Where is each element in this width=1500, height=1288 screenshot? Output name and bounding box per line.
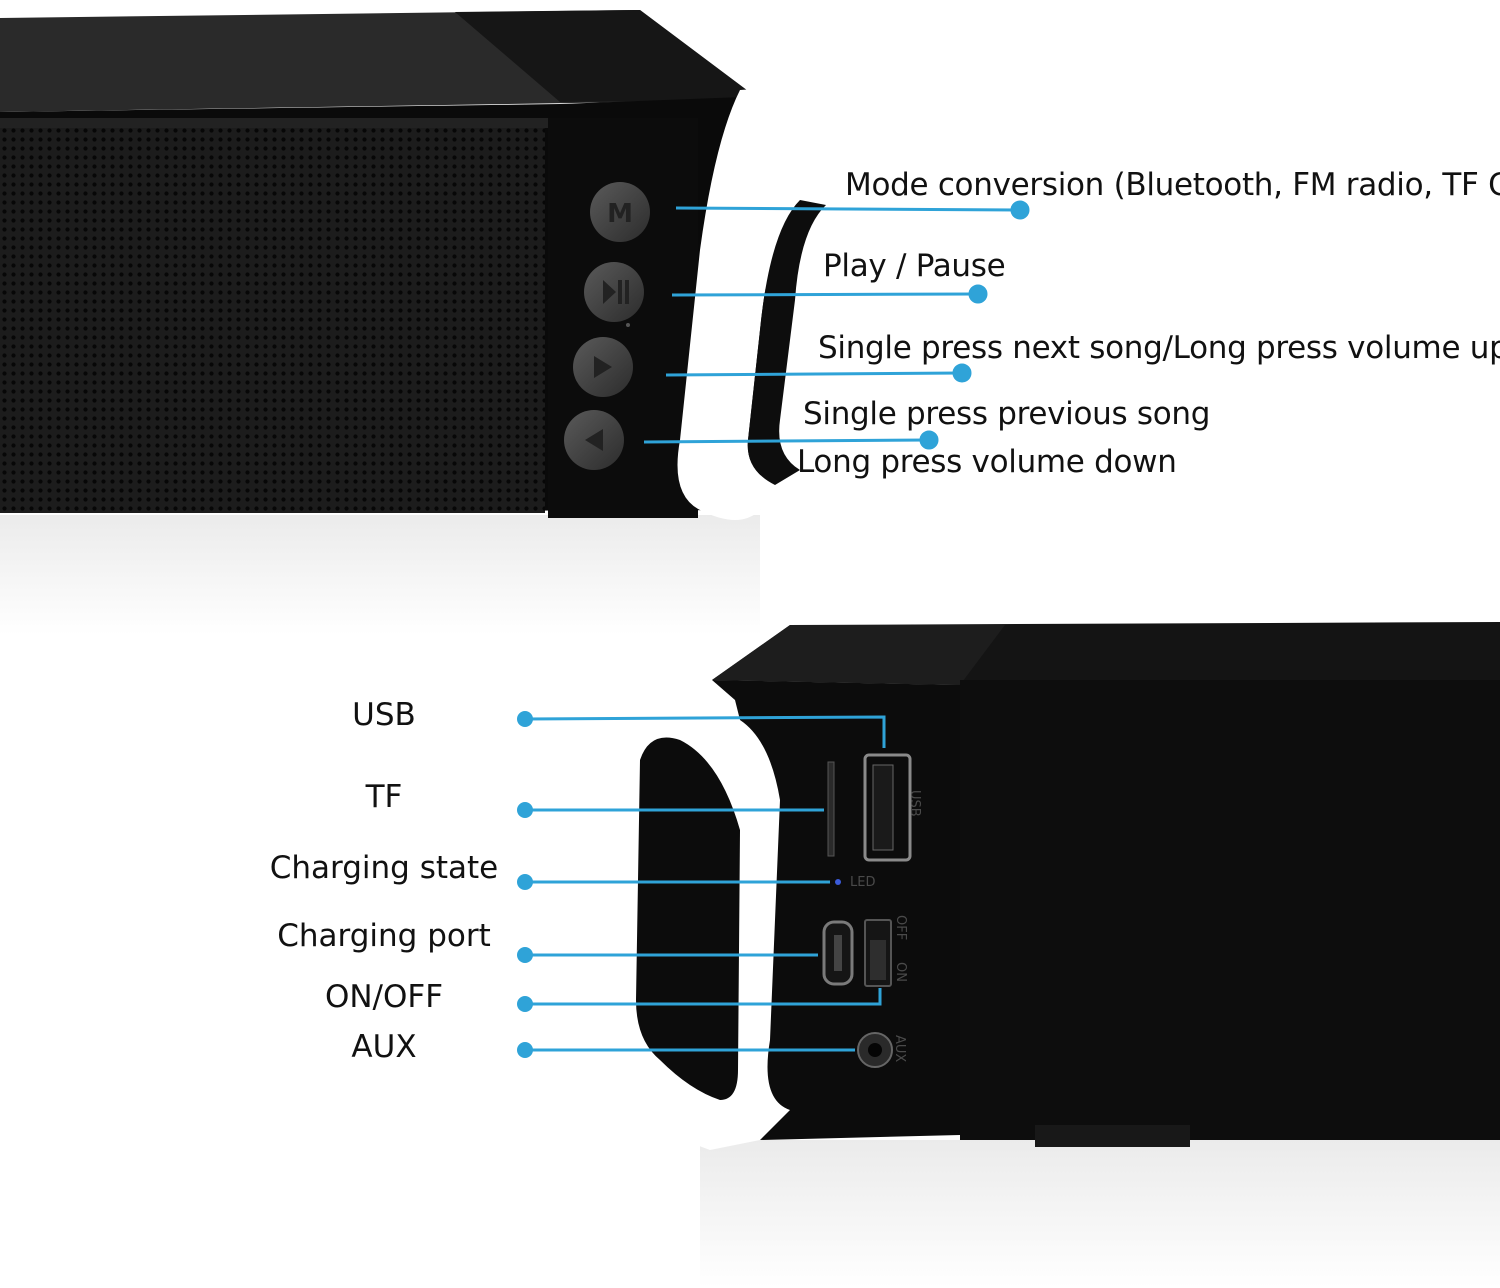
aux-label: AUX [351,1029,417,1065]
callout-dots-bottom [517,711,533,1058]
m-icon[interactable]: M [590,182,650,242]
speaker-grille [0,128,545,513]
usb-label: USB [352,697,416,733]
tf-slot[interactable] [827,761,835,857]
svg-text:M: M [607,199,633,229]
power-switch[interactable] [864,919,892,987]
usb-port[interactable] [863,753,912,862]
off-marking: OFF [893,915,908,941]
on-marking: ON [893,962,908,982]
volume-down-label: Long press volume down [797,444,1177,480]
callout-lines-bottom [524,715,886,1052]
end-cap [677,88,830,520]
charging-port-label: Charging port [277,918,491,954]
previous-song-label: Single press previous song [803,396,1211,432]
callout-lines-top [643,200,1030,450]
next-volume-up-icon[interactable] [573,337,633,397]
usb-marking: USB [907,790,922,817]
play-pause-label: Play / Pause [823,248,1006,284]
mode-conversion-label: Mode conversion (Bluetooth, FM radio, TF… [845,167,1500,203]
prev-volume-down-icon[interactable] [564,410,624,470]
aux-marking: AUX [892,1035,907,1063]
tf-label: TF [365,779,403,815]
next-song-label: Single press next song/Long press volume… [818,330,1500,366]
charging-state-label: Charging state [269,850,499,886]
play-pause-icon[interactable] [584,262,644,322]
led-indicator [835,879,841,885]
top-speaker: M [0,10,830,635]
on-off-label: ON/OFF [324,979,444,1015]
aux-jack[interactable] [857,1032,893,1068]
bottom-speaker [636,622,1500,1288]
led-marking: LED [850,875,876,890]
charging-port[interactable] [822,920,854,986]
